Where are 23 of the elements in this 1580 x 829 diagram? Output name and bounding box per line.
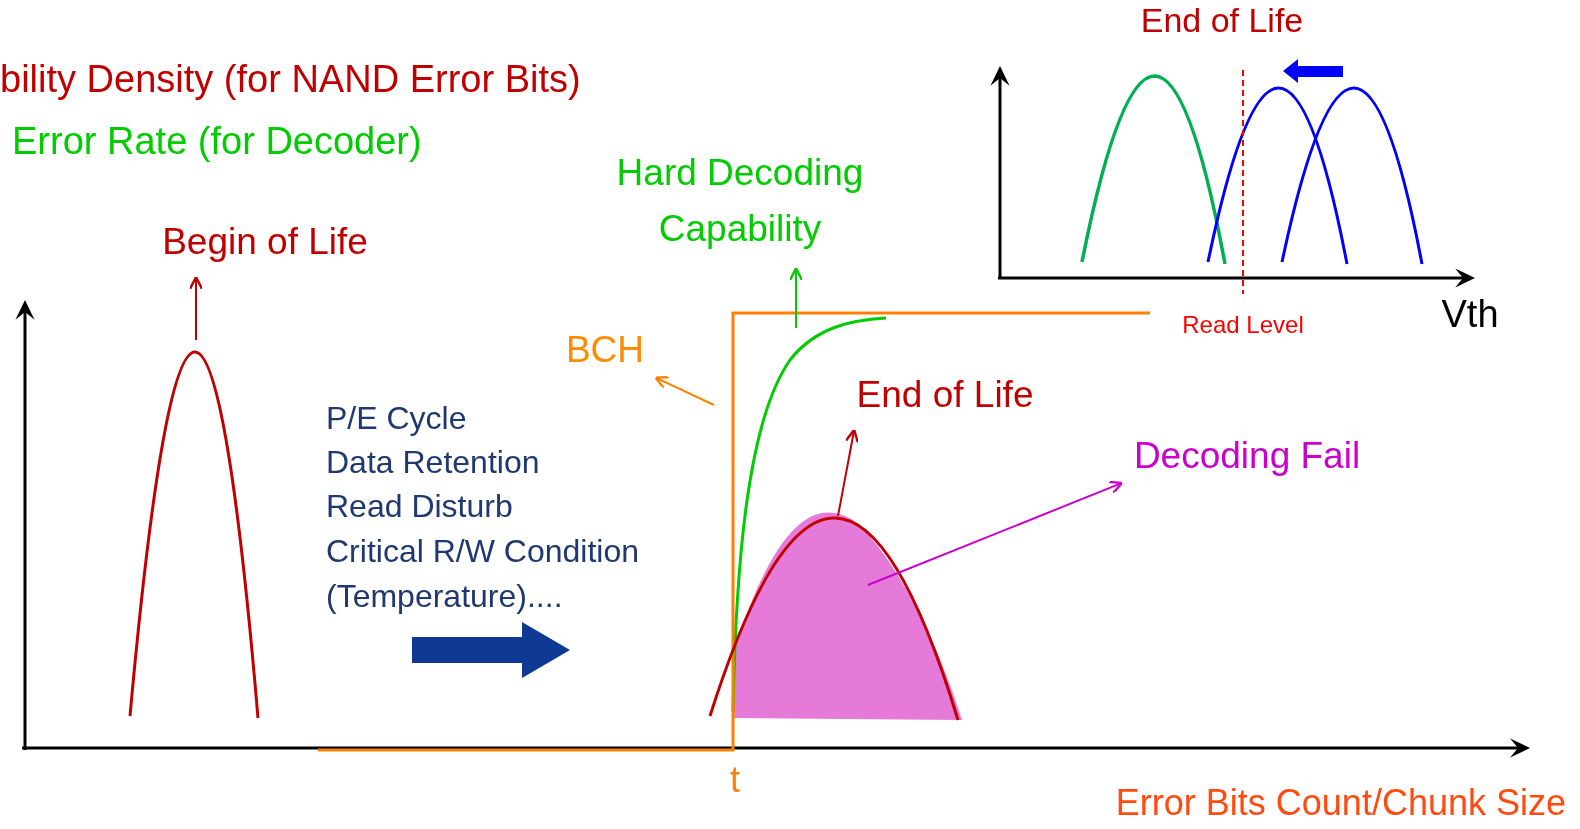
- line-label: Read Level: [1182, 310, 1304, 340]
- curve-label: BCH: [565, 327, 645, 373]
- curve-label: Decoding Fail: [1133, 433, 1361, 479]
- factor-text: Read Disturb: [326, 486, 513, 526]
- leader-arrow: [837, 428, 860, 517]
- leader-arrow: [788, 267, 804, 329]
- axis-title: Error Rate (for Decoder): [12, 119, 422, 165]
- factor-text: P/E Cycle: [326, 398, 467, 438]
- factor-text: (Temperature)....: [326, 576, 563, 616]
- factor-text: Data Retention: [326, 442, 540, 482]
- tick-label: t: [730, 758, 740, 802]
- axis-title: bility Density (for NAND Error Bits): [0, 57, 581, 103]
- distribution-curve: [128, 352, 260, 719]
- leader-arrow: [867, 480, 1124, 586]
- leader-arrow: [188, 275, 204, 341]
- factor-text: Critical R/W Condition: [326, 531, 639, 571]
- curve-label: Begin of Life: [162, 219, 368, 265]
- inset-title: End of Life: [1140, 0, 1304, 41]
- curve-label: Hard Decoding Capability: [575, 144, 905, 256]
- axis-label: Vth: [1441, 292, 1499, 338]
- curve-label: End of Life: [856, 372, 1034, 418]
- axis-title: Error Bits Count/Chunk Size: [1115, 781, 1566, 825]
- leader-arrow: [654, 376, 715, 406]
